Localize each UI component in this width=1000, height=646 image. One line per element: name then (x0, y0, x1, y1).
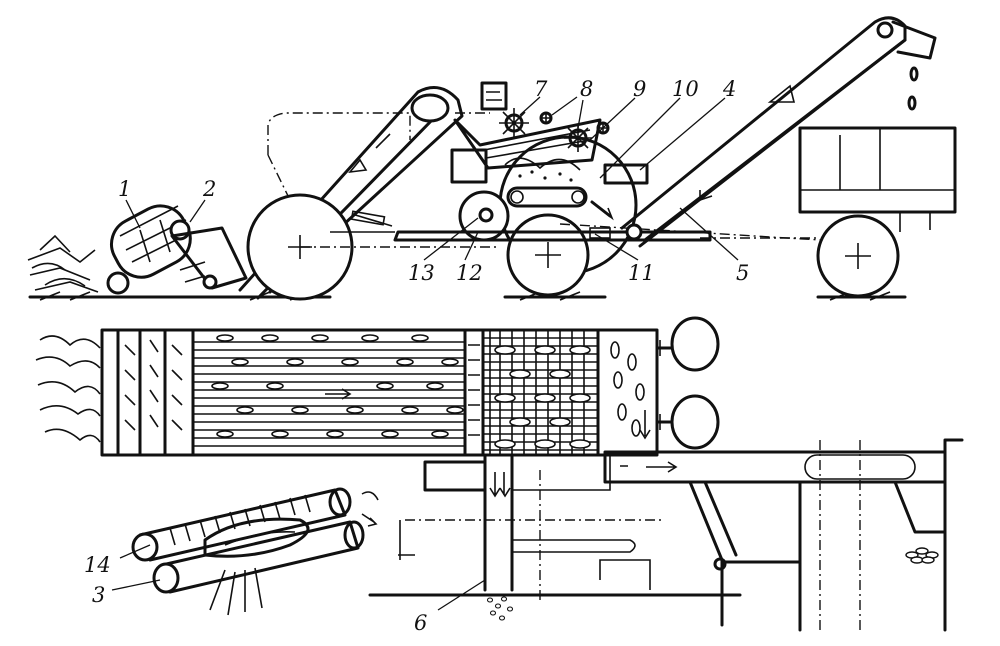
lower-view (131, 438, 964, 632)
trailer (700, 126, 957, 298)
label-3: 3 (92, 583, 105, 607)
hood-outline (267, 112, 490, 201)
ears-pile (905, 547, 939, 564)
central-wheel (458, 135, 638, 297)
husking-rolls-detail (131, 487, 379, 616)
label-7: 7 (534, 77, 548, 101)
label-5: 5 (736, 261, 749, 285)
leader-lines (111, 96, 739, 611)
grain-falling (486, 596, 514, 621)
crop-stalks-left (27, 234, 99, 293)
label-1: 1 (118, 177, 131, 201)
plan-frame (100, 328, 659, 457)
plan-view (35, 316, 720, 457)
label-11: 11 (628, 261, 655, 285)
label-14: 14 (84, 553, 111, 577)
label-9: 9 (633, 77, 646, 101)
cleaning-fan-box (480, 81, 508, 111)
plan-wheel-bottom (670, 394, 720, 450)
label-10: 10 (672, 77, 699, 101)
label-13: 13 (408, 261, 435, 285)
crop-stalks-plan (35, 335, 101, 443)
side-view (27, 16, 957, 301)
clean-ears-column (610, 341, 645, 437)
husking-rolls-plan (481, 328, 600, 457)
husking-section (450, 108, 610, 184)
label-2: 2 (202, 177, 216, 201)
ears-on-conveyor (211, 334, 464, 438)
label-4: 4 (722, 77, 736, 101)
plan-wheel-top (670, 316, 720, 372)
header-unit (106, 204, 248, 295)
label-8: 8 (580, 77, 593, 101)
grain-chute (483, 453, 514, 592)
part-labels: 1 2 3 4 5 6 7 8 9 10 11 12 13 14 (84, 77, 749, 635)
cab-box (603, 163, 649, 185)
label-12: 12 (456, 261, 483, 285)
label-6: 6 (414, 611, 427, 635)
